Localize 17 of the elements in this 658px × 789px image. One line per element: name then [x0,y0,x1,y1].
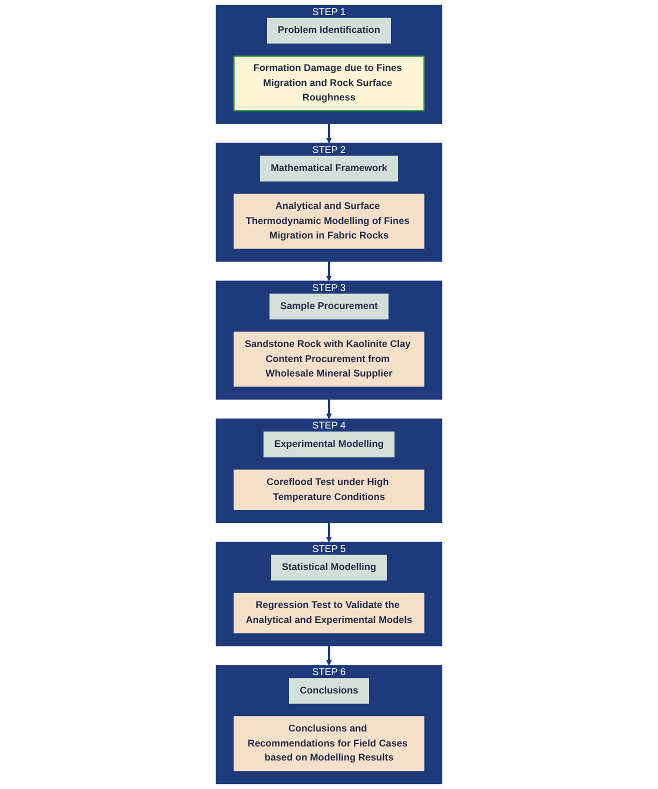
arrow [326,646,332,666]
node-box: Problem Identification [267,18,391,44]
node-box: Statistical Modelling [271,554,387,581]
node-box: Experimental Modelling [264,432,394,458]
node-box: Coreflood Test under High Temperature Conditions [234,470,424,510]
node-box: Conclusions [289,678,369,704]
node-box: Analytical and Surface Thermodynamic Modelling of Fines Migration in Fabric Rocks [234,194,424,249]
arrow [326,124,332,144]
node-box: Regression Test to Validate the Analytical and Experimental Models [234,592,424,634]
node-box: Sandstone Rock with Kaolinite Clay Content Procurement from Wholesale Mineral Supplier [234,332,424,387]
node-box: Mathematical Framework [260,156,398,182]
arrow [326,399,332,420]
node-box: Conclusions and Recommendations for Field Cases based on Modelling Results [234,716,424,772]
node-box: Formation Damage due to Fines Migration and Rock Surface Roughness [233,56,425,112]
arrow [326,522,332,542]
arrow [326,261,332,282]
node-box: Sample Procurement [269,294,389,320]
